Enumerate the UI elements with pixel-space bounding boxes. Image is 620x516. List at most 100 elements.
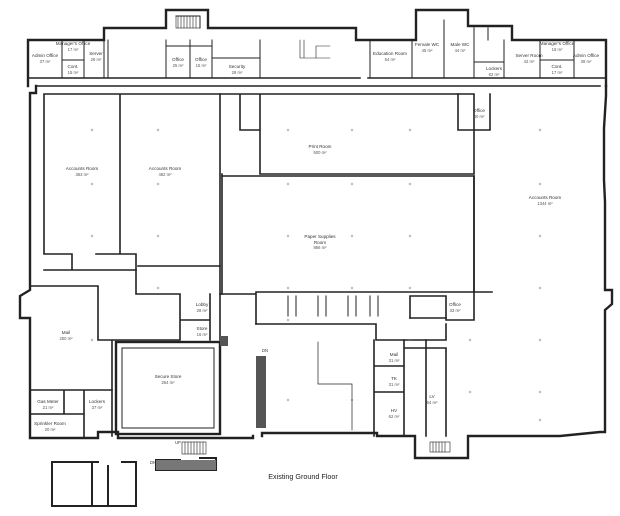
- room-name: Print Room: [308, 144, 332, 149]
- stairs-bottom: [181, 441, 451, 455]
- room-name: Female WC: [414, 42, 440, 47]
- room-name: Server: [89, 51, 103, 56]
- room-area: 40 m²: [473, 113, 485, 119]
- up-tag: UP: [175, 440, 181, 445]
- room-name: Security: [228, 64, 246, 69]
- room-area: 28 m²: [231, 69, 243, 75]
- room-area: 26 m²: [90, 56, 102, 62]
- room-name: Male WC: [450, 42, 470, 47]
- room-name: Office: [449, 302, 461, 307]
- top-wall-left: [26, 8, 608, 88]
- room-cont-right: Cont.17 m²: [552, 64, 563, 75]
- room-area: 18 m²: [551, 46, 563, 52]
- annex-block: [156, 460, 216, 470]
- room-name: HV: [390, 408, 398, 413]
- room-area: 250 m²: [59, 335, 73, 341]
- top-partitions: [61, 9, 575, 79]
- room-area: 38 m²: [580, 58, 592, 64]
- right-bottom-walls: [373, 339, 447, 437]
- room-name: Sprinkler Room: [34, 421, 66, 426]
- room-area: 62 m²: [488, 71, 500, 77]
- secure-store-wall: [114, 340, 222, 436]
- mid-walls: [29, 269, 447, 437]
- paper-walls: [219, 175, 475, 325]
- room-area: 42 m²: [523, 58, 535, 64]
- room-area: 1344 m²: [537, 200, 553, 206]
- room-area: 44 m²: [454, 47, 466, 53]
- room-name: Admin Office: [572, 53, 600, 58]
- room-area: 62 m²: [388, 413, 400, 419]
- room-name: Manager's Office: [539, 41, 575, 46]
- room-name: Cont.: [551, 64, 563, 69]
- room-area: 17 m²: [551, 69, 563, 75]
- room-area: 28 m²: [196, 307, 208, 313]
- room-name: Cont.: [67, 64, 79, 69]
- room-area: 15 m²: [67, 69, 79, 75]
- room-name: Secure Store: [154, 374, 182, 379]
- room-name: TK: [391, 376, 397, 381]
- room-area: 33 m²: [449, 307, 461, 313]
- room-area: 45 m²: [421, 47, 433, 53]
- room-area: 363 m²: [75, 171, 89, 177]
- column-grid: [90, 128, 542, 422]
- room-name: Store: [196, 326, 208, 331]
- room-name: Lockers: [485, 66, 503, 71]
- room-area: 64 m²: [426, 399, 438, 405]
- room-area: 31 m²: [388, 357, 400, 363]
- room-area: 20 m²: [44, 426, 56, 432]
- pillars-row: [287, 295, 379, 317]
- lobby-block: [220, 336, 228, 346]
- room-area: 866 m²: [313, 245, 327, 251]
- room-name: Office: [195, 57, 207, 62]
- room-area: 25 m²: [172, 62, 184, 68]
- room-name: Accounts Room: [148, 166, 182, 171]
- plan-title: Existing Ground Floor: [268, 472, 338, 481]
- dn-tag-annex: DN: [150, 460, 157, 465]
- room-name: Lockers: [88, 399, 106, 404]
- top-inner-wall: [27, 77, 607, 87]
- accounts-walls: [43, 93, 221, 271]
- left-bottom-walls: [29, 389, 113, 439]
- room-name: Lobby: [195, 302, 209, 307]
- room-name: Education Room: [373, 51, 407, 56]
- ramp-lines: [317, 341, 353, 431]
- stairs-top: [175, 15, 331, 59]
- room-area: 482 m²: [158, 171, 172, 177]
- room-name: Admin Office: [31, 53, 59, 58]
- room-name: Accounts Room: [528, 195, 562, 200]
- room-area: 37 m²: [39, 58, 51, 64]
- room-area: 500 m²: [313, 149, 327, 155]
- room-area: 16 m²: [196, 331, 208, 337]
- room-name: LV: [429, 394, 435, 399]
- right-walls: [409, 93, 493, 321]
- room-name: Manager's Office: [55, 41, 91, 46]
- dn-tag: DN: [262, 348, 269, 353]
- room-cont-left: Cont.15 m²: [68, 64, 79, 75]
- room-name: Paper Supplies Room: [304, 234, 336, 245]
- room-name: Office: [473, 108, 485, 113]
